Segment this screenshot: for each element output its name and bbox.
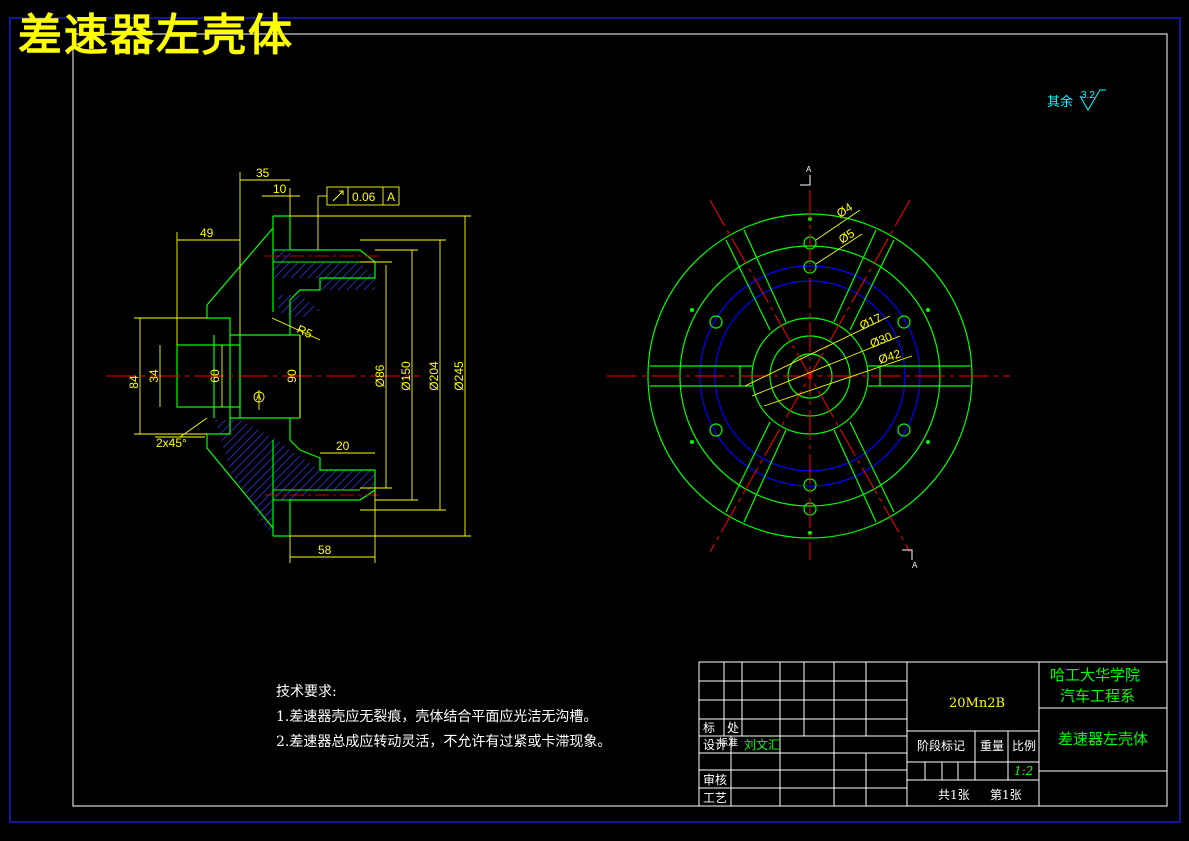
- dia42-leader: [763, 355, 913, 407]
- dim49-label: 49: [200, 226, 214, 240]
- dim60-label: 60: [208, 369, 222, 383]
- dim20-label: 20: [336, 439, 350, 453]
- dia5-leader: [815, 233, 863, 265]
- technical-notes: 技术要求: 1.差速器壳应无裂痕，壳体结合平面应光洁无沟槽。 2.差速器总成应转…: [276, 680, 611, 755]
- rib-ll-b: [743, 429, 787, 523]
- label-shenhe: 审核: [703, 773, 728, 787]
- dia30-leader: [751, 335, 901, 397]
- material-label: 20Mn2B: [949, 696, 1006, 711]
- label-biaozhun: 标准: [718, 738, 738, 749]
- front-center-d2: [709, 199, 911, 553]
- dia42-label: Ø42: [877, 346, 903, 366]
- small-hole-left: [690, 308, 694, 312]
- dim10-label: 10: [273, 182, 287, 196]
- dia150-label: Ø150: [399, 361, 413, 391]
- datum-symbol-label: A: [256, 393, 262, 402]
- small-hole-right: [926, 308, 930, 312]
- label-biaoji: 标: [703, 721, 716, 735]
- r5-leader: [271, 317, 321, 341]
- dia4-leader: [815, 209, 861, 241]
- label-sheji: 设计: [703, 738, 728, 752]
- small-hole-bl: [690, 440, 694, 444]
- chamfer-label: 2x45°: [156, 436, 187, 450]
- rib-ul-b: [743, 229, 787, 323]
- section-mark-bottom-label: A: [912, 561, 918, 570]
- roughness-label: 其余: [1047, 94, 1073, 110]
- school-line-1: 哈工大华学院: [1050, 666, 1141, 684]
- label-weight: 重量: [980, 739, 1005, 753]
- section-mark-top: [800, 175, 811, 186]
- roughness-value: 3.2: [1081, 90, 1095, 101]
- dia204-label: Ø204: [427, 361, 441, 391]
- drawing-title: 差速器左壳体: [18, 10, 294, 61]
- rib-lr-b: [833, 429, 877, 523]
- part-name-label: 差速器左壳体: [1058, 730, 1149, 748]
- rib-ur-a: [849, 239, 895, 331]
- section-hatch-lower: [215, 420, 375, 535]
- label-chushu: 处: [727, 721, 740, 735]
- label-stage-mark: 阶段标记: [917, 739, 966, 753]
- bolt-hole-3: [709, 315, 723, 329]
- bolt-hole-4: [897, 315, 911, 329]
- dim35-label: 35: [256, 166, 270, 180]
- tolerance-value: 0.06: [352, 190, 376, 204]
- label-gongyi: 工艺: [703, 791, 728, 805]
- side-section-view: 35 10 49 R5 84 34 60 90 2x45° 58 20 Ø86 …: [106, 166, 471, 563]
- dia245-label: Ø245: [452, 361, 466, 391]
- dim90-label: 90: [285, 369, 299, 383]
- small-hole-br: [926, 440, 930, 444]
- dim58-label: 58: [318, 543, 332, 557]
- section-mark-top-label: A: [806, 165, 812, 174]
- dia30-label: Ø30: [868, 329, 895, 351]
- dia86-label: Ø86: [373, 364, 387, 387]
- rib-ll-a: [725, 421, 771, 513]
- front-view: A A Ø4 Ø5 Ø17 Ø30 Ø42: [607, 165, 1010, 570]
- bolt-hole-6: [897, 423, 911, 437]
- rib-ul-a: [725, 239, 771, 331]
- rib-lr-a: [849, 421, 895, 513]
- title-block-grid: [698, 661, 1168, 807]
- tolerance-frame: [326, 186, 400, 206]
- dia17-label: Ø17: [857, 310, 884, 332]
- r5-label: R5: [295, 322, 315, 341]
- school-line-2: 汽车工程系: [1060, 687, 1136, 705]
- notes-item-1: 1.差速器壳应无裂痕，壳体结合平面应光洁无沟槽。: [276, 709, 598, 725]
- inner-border: [72, 33, 1168, 807]
- scale-value: 1:2: [1014, 764, 1034, 778]
- bolt-hole-5: [709, 423, 723, 437]
- outer-border: [9, 17, 1181, 823]
- notes-item-2: 2.差速器总成应转动灵活，不允许有过紧或卡滞现象。: [276, 734, 612, 750]
- sheet-number: 第1张: [990, 788, 1022, 802]
- dia17-leader: [744, 315, 891, 387]
- label-scale: 比例: [1012, 739, 1037, 753]
- designer-name: 刘文汇: [744, 738, 781, 752]
- datum-symbol-circle: [253, 391, 265, 403]
- chamfer-leader-2: [179, 417, 208, 438]
- tolerance-datum: A: [387, 190, 395, 204]
- dia5-label: Ø5: [836, 226, 857, 247]
- runout-arrow-icon: [332, 190, 344, 202]
- roughness-symbol: 其余 3.2: [1047, 89, 1106, 111]
- section-hatch-upper: [273, 250, 375, 318]
- dim84-label: 84: [127, 375, 141, 389]
- notes-heading: 技术要求:: [276, 684, 337, 700]
- sheets-total: 共1张: [938, 788, 970, 802]
- dim34-label: 34: [147, 369, 161, 383]
- rib-ur-b: [833, 229, 877, 323]
- roughness-check-icon: [1079, 89, 1106, 111]
- dia4-label: Ø4: [834, 200, 855, 221]
- section-mark-bottom: [902, 549, 913, 560]
